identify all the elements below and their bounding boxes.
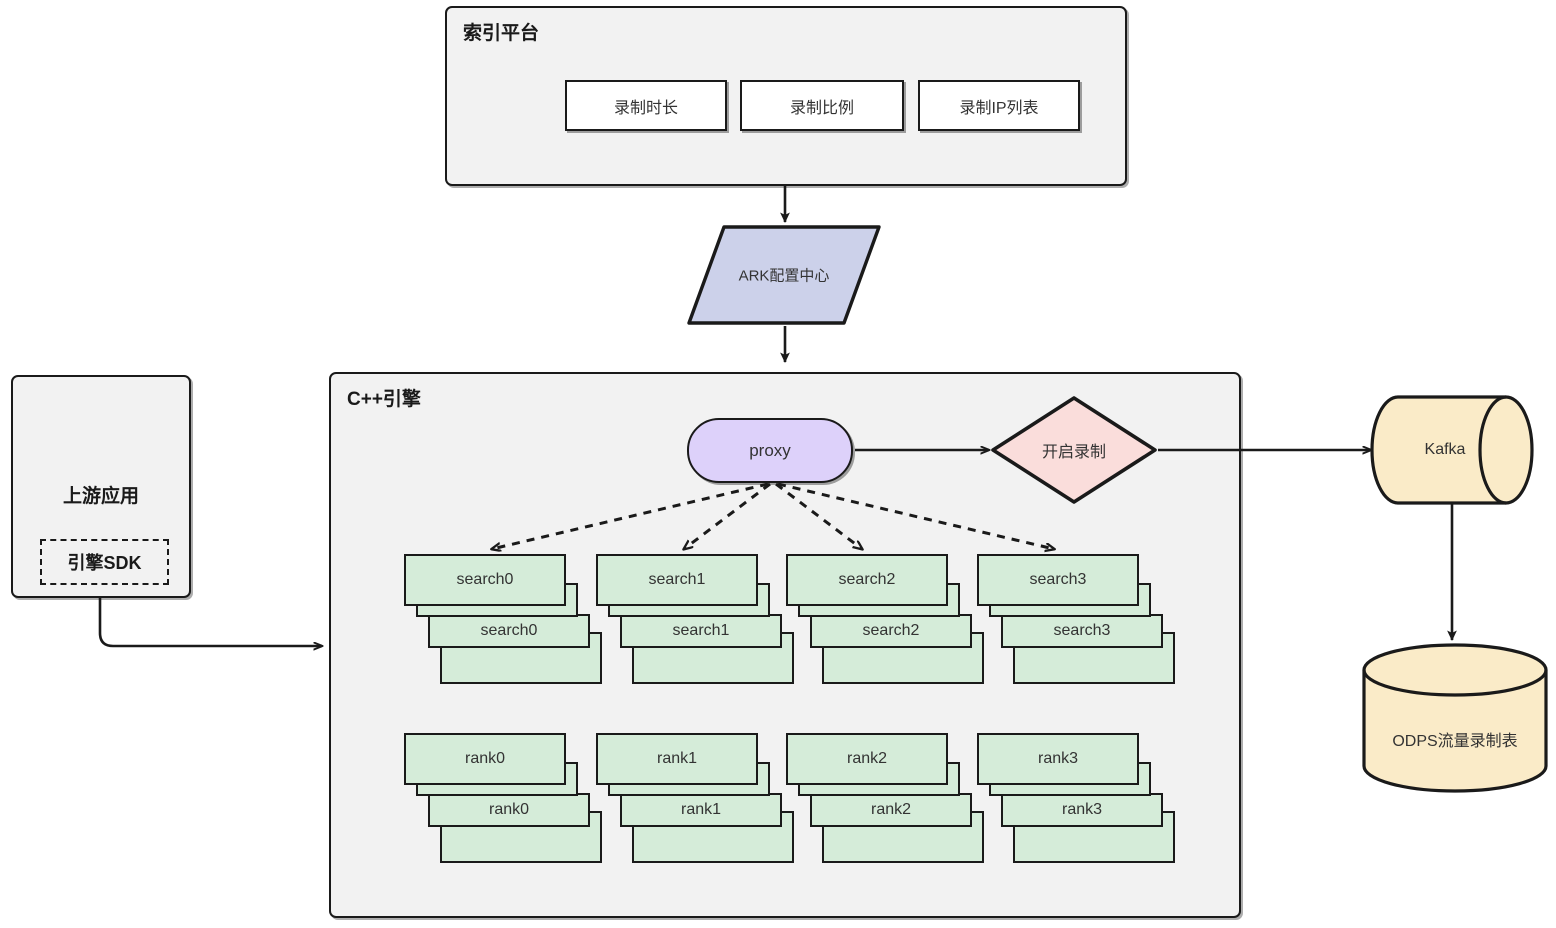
shard-box[interactable]: rank2 xyxy=(786,733,948,785)
engine-sdk-box[interactable]: 引擎SDK xyxy=(40,539,169,585)
index-platform-title: 索引平台 xyxy=(463,23,540,44)
shard-box[interactable]: rank3 xyxy=(1001,793,1163,827)
ark-config-center-node[interactable]: ARK配置中心 xyxy=(686,224,882,326)
shard-box[interactable]: rank1 xyxy=(620,793,782,827)
index-platform-container: 索引平台 xyxy=(445,6,1127,186)
shard-box[interactable]: search0 xyxy=(428,614,590,648)
rank-stack-1[interactable]: rank1 rank1 rank1 xyxy=(596,733,796,869)
shard-box[interactable]: search2 xyxy=(786,554,948,606)
search-stack-1[interactable]: search1 search1 search1 xyxy=(596,554,796,690)
rank-stack-2[interactable]: rank2 rank2 rank2 xyxy=(786,733,986,869)
shard-box[interactable]: rank1 xyxy=(596,733,758,785)
upstream-app-card[interactable]: 上游应用 引擎SDK xyxy=(11,375,191,598)
shard-box[interactable]: rank2 xyxy=(810,793,972,827)
rank-stack-3[interactable]: rank3 rank3 rank3 xyxy=(977,733,1177,869)
kafka-node[interactable]: Kafka xyxy=(1370,393,1534,507)
shard-box[interactable]: search2 xyxy=(810,614,972,648)
index-platform-item-ratio[interactable]: 录制比例 xyxy=(740,80,904,131)
rank-stack-0[interactable]: rank0 rank0 rank0 xyxy=(404,733,604,869)
odps-table-node[interactable]: ODPS流量录制表 xyxy=(1360,642,1550,794)
shard-box[interactable]: search3 xyxy=(1001,614,1163,648)
shard-box[interactable]: search3 xyxy=(977,554,1139,606)
index-platform-item-duration[interactable]: 录制时长 xyxy=(565,80,727,131)
shard-box[interactable]: search1 xyxy=(620,614,782,648)
shard-box[interactable]: search1 xyxy=(596,554,758,606)
edge-sdk-to-engine xyxy=(98,598,322,646)
upstream-app-title: 上游应用 xyxy=(62,486,139,507)
start-recording-decision[interactable]: 开启录制 xyxy=(990,395,1158,505)
proxy-node[interactable]: proxy xyxy=(687,418,853,483)
search-stack-2[interactable]: search2 search2 search2 xyxy=(786,554,986,690)
shard-box[interactable]: rank0 xyxy=(428,793,590,827)
shard-box[interactable]: rank3 xyxy=(977,733,1139,785)
search-stack-3[interactable]: search3 search3 search3 xyxy=(977,554,1177,690)
shard-box[interactable]: rank0 xyxy=(404,733,566,785)
shard-box[interactable]: search0 xyxy=(404,554,566,606)
index-platform-item-ip-list[interactable]: 录制IP列表 xyxy=(918,80,1080,131)
search-stack-0[interactable]: search0 search0 search0 xyxy=(404,554,604,690)
cpp-engine-title: C++引擎 xyxy=(347,389,421,410)
